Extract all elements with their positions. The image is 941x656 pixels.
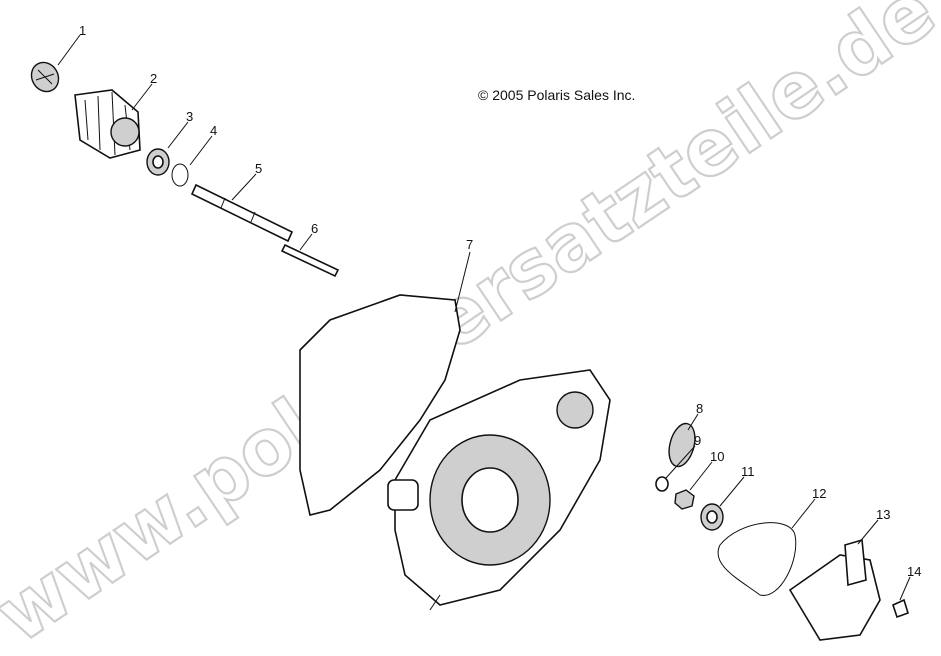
callout-8: 8 <box>687 401 703 431</box>
part-4-snap-ring <box>171 163 189 187</box>
callout-4: 4 <box>189 123 217 166</box>
svg-text:2: 2 <box>150 71 157 86</box>
svg-text:12: 12 <box>812 486 826 501</box>
callout-9: 9 <box>665 433 701 479</box>
copyright-text: © 2005 Polaris Sales Inc. <box>478 87 635 103</box>
callout-14: 14 <box>899 564 921 601</box>
svg-text:8: 8 <box>696 401 703 416</box>
part-9-washer <box>655 476 669 492</box>
part-cover-assembly <box>387 369 611 611</box>
callout-13: 13 <box>857 507 890 545</box>
part-12-o-ring <box>717 522 797 596</box>
svg-text:1: 1 <box>79 23 86 38</box>
svg-text:11: 11 <box>741 464 755 479</box>
svg-text:5: 5 <box>255 161 262 176</box>
svg-text:14: 14 <box>907 564 921 579</box>
part-1-impeller-nut <box>30 61 60 93</box>
part-13-pump-cover <box>788 538 881 641</box>
callout-5: 5 <box>231 161 262 201</box>
callout-1: 1 <box>57 23 86 66</box>
part-3-bearing <box>146 148 170 176</box>
svg-text:3: 3 <box>186 109 193 124</box>
svg-text:7: 7 <box>466 237 473 252</box>
part-11-seal <box>700 503 724 531</box>
callout-7: 7 <box>454 237 473 313</box>
part-5-shaft <box>190 183 294 243</box>
callout-2: 2 <box>131 71 157 111</box>
part-14-bolt <box>892 598 909 619</box>
callout-11: 11 <box>719 464 755 507</box>
part-6-pin <box>280 243 340 278</box>
svg-text:13: 13 <box>876 507 890 522</box>
callout-3: 3 <box>167 109 193 149</box>
callout-12: 12 <box>791 486 826 529</box>
svg-text:9: 9 <box>694 433 701 448</box>
svg-text:10: 10 <box>710 449 724 464</box>
callout-10: 10 <box>689 449 724 491</box>
svg-text:4: 4 <box>210 123 217 138</box>
part-7-gasket <box>299 294 461 516</box>
svg-text:6: 6 <box>311 221 318 236</box>
callout-6: 6 <box>299 221 318 251</box>
part-10-nut <box>674 489 695 510</box>
part-2-pump-housing <box>74 89 141 159</box>
